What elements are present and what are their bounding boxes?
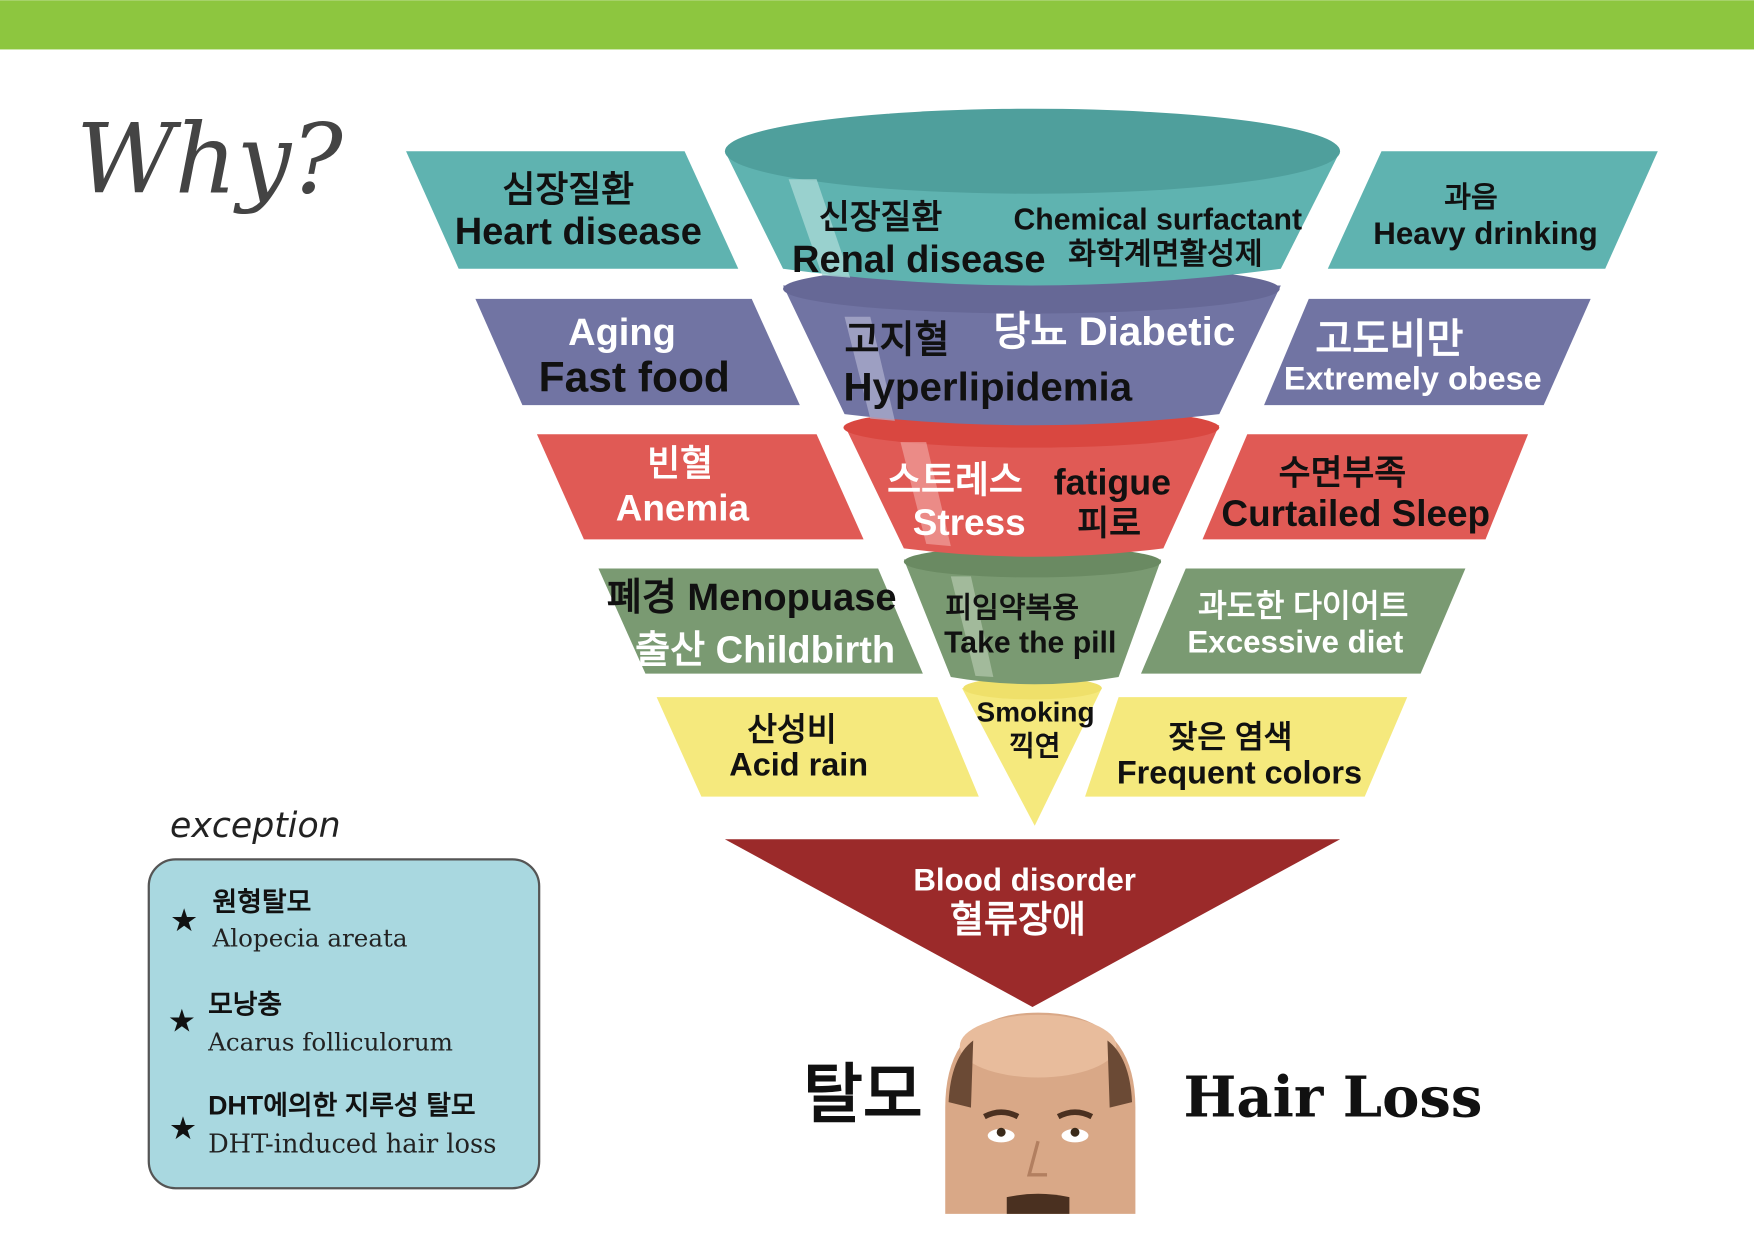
exception-item-3-en: DHT-induced hair loss <box>208 1129 496 1159</box>
star-icon: ★ <box>170 903 198 938</box>
fatigue-kr: 피로 <box>1077 505 1141 543</box>
hair-loss-en: Hair Loss <box>1184 1065 1483 1131</box>
heart-kr: 심장질환 <box>502 170 634 210</box>
page-title: Why? <box>76 104 344 216</box>
exception-item-3-kr: DHT에의한 지루성 탈모 <box>208 1090 476 1120</box>
sleep-kr: 수면부족 <box>1279 455 1407 493</box>
pill-kr: 피임약복용 <box>945 592 1079 625</box>
fatigue-en: fatigue <box>1054 463 1171 503</box>
diet-kr: 과도한 다이어트 <box>1198 589 1408 624</box>
left-band-3 <box>536 434 864 540</box>
childbirth: 출산 Childbirth <box>635 629 895 671</box>
heart-en: Heart disease <box>455 211 702 253</box>
blood-disorder-kr: 혈류장애 <box>950 899 1086 940</box>
star-icon: ★ <box>169 1111 197 1146</box>
left-band-5 <box>656 697 979 797</box>
star-icon: ★ <box>168 1004 196 1039</box>
obese-en: Extremely obese <box>1284 361 1542 397</box>
hyperlipidemia-kr: 고지혈 <box>845 320 950 362</box>
funnel <box>724 108 1341 826</box>
header-bar <box>0 0 1754 50</box>
stress-kr: 스트레스 <box>887 459 1023 500</box>
left-band-1 <box>406 151 739 269</box>
hyperlipidemia-en: Hyperlipidemia <box>843 365 1132 410</box>
bald-man-illustration <box>945 1012 1136 1214</box>
right-band-2 <box>1264 298 1591 406</box>
renal-kr: 신장질환 <box>819 198 943 236</box>
surfactant-kr: 화학계면활성제 <box>1068 237 1262 271</box>
right-band-4 <box>1140 568 1466 674</box>
acid-rain-kr: 산성비 <box>747 712 837 748</box>
exception-label: exception <box>170 806 341 846</box>
drinking-kr: 과음 <box>1444 181 1498 214</box>
diet-en: Excessive diet <box>1187 624 1403 659</box>
exception-item-1-en: Alopecia areata <box>212 924 408 953</box>
left-band-4 <box>598 568 923 674</box>
drinking-en: Heavy drinking <box>1373 216 1597 251</box>
hair-loss-kr: 탈모 <box>803 1058 922 1131</box>
pill-en: Take the pill <box>944 626 1116 659</box>
anemia-kr: 빈혈 <box>647 444 713 484</box>
right-band-1 <box>1327 151 1658 269</box>
colors-kr: 잦은 염색 <box>1169 719 1293 754</box>
menopause: 폐경 Menopuase <box>607 577 897 619</box>
left-band-2 <box>475 298 800 406</box>
aging: Aging <box>568 312 676 354</box>
exception-item-2-kr: 모낭충 <box>208 990 282 1020</box>
anemia-en: Anemia <box>616 487 750 528</box>
fast-food: Fast food <box>539 355 730 402</box>
diabetic-label: 당뇨 Diabetic <box>993 309 1235 354</box>
smoking-kr: 끽연 <box>1009 730 1060 761</box>
sleep-en: Curtailed Sleep <box>1221 493 1490 534</box>
colors-en: Frequent colors <box>1117 754 1362 790</box>
right-band-5 <box>1085 697 1408 797</box>
right-band-3 <box>1202 434 1529 540</box>
exception-box <box>147 858 541 1190</box>
renal-en: Renal disease <box>792 239 1046 281</box>
acid-rain-en: Acid rain <box>729 746 868 782</box>
smoking-en: Smoking <box>977 697 1095 728</box>
blood-disorder-triangle <box>724 839 1341 1007</box>
obese-kr: 고도비만 <box>1315 317 1463 362</box>
blood-disorder-en: Blood disorder <box>913 863 1136 898</box>
exception-item-2-en: Acarus folliculorum <box>207 1028 453 1057</box>
surfactant-en: Chemical surfactant <box>1013 204 1302 237</box>
exception-item-1-kr: 원형탈모 <box>213 887 312 917</box>
stress-en: Stress <box>913 502 1026 543</box>
